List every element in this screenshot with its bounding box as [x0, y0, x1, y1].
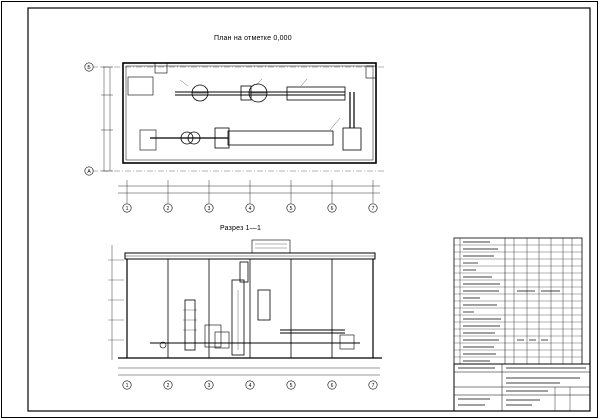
section-axis-3: 3 — [208, 383, 211, 389]
plan-wall-inner — [125, 65, 374, 161]
plan-wall-outline — [122, 62, 377, 164]
plan-axis-4: 4 — [249, 206, 252, 212]
plan-axis-marker-a — [84, 166, 94, 176]
plan-axis-marker-b — [84, 62, 94, 72]
section-axis-1: 1 — [126, 383, 129, 389]
title-block — [453, 363, 591, 412]
section-axis-6: 6 — [331, 383, 334, 389]
plan-axis-label-a: А — [87, 169, 91, 175]
section-axis-2: 2 — [167, 383, 170, 389]
plan-axis-2: 2 — [167, 206, 170, 212]
plan-axis-5: 5 — [290, 206, 293, 212]
plan-row-axes: Б А — [84, 62, 94, 176]
plan-axis-7: 7 — [372, 206, 375, 212]
plan-title: План на отметке 0,000 — [214, 35, 292, 42]
section-axis-5: 5 — [290, 383, 293, 389]
plan-axis-1: 1 — [126, 206, 129, 212]
plan-axis-6: 6 — [331, 206, 334, 212]
plan-axis-3: 3 — [208, 206, 211, 212]
sheet-inner-border — [27, 7, 591, 412]
section-axes: 1 2 3 4 5 6 7 — [122, 380, 378, 390]
section-axis-7: 7 — [372, 383, 375, 389]
section-drawing — [108, 239, 382, 376]
plan-axis-label-b: Б — [87, 65, 91, 71]
specification-table — [453, 237, 583, 365]
section-axis-4: 4 — [249, 383, 252, 389]
section-title: Разрез 1—1 — [220, 225, 262, 232]
plan-column-axes: 1 2 3 4 5 6 7 — [122, 203, 378, 213]
floor-plan — [92, 62, 385, 203]
